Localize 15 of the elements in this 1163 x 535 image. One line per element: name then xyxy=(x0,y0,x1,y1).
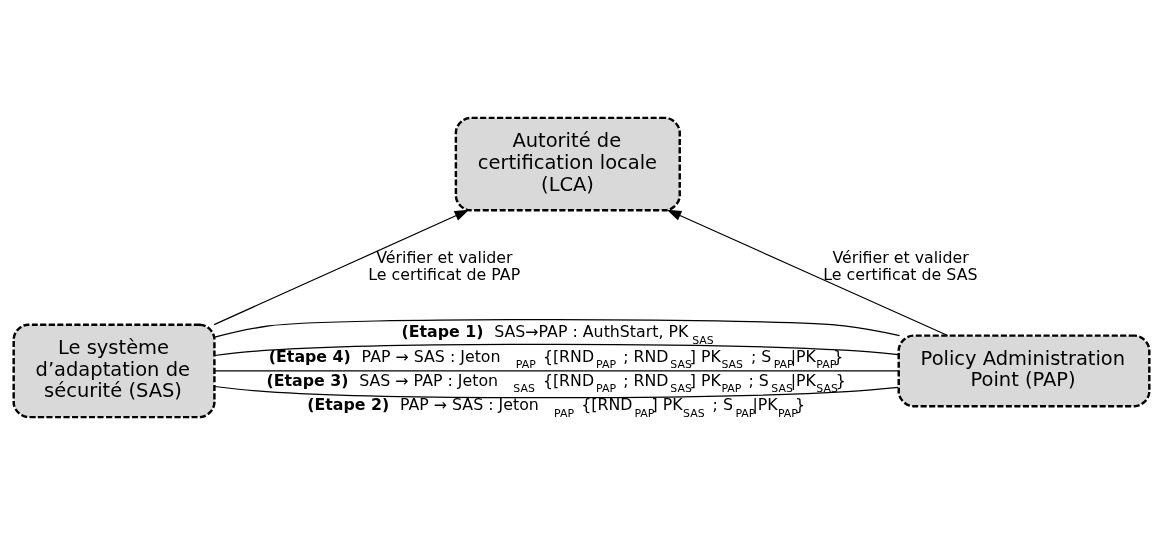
node-box: Autorité de certification locale (LCA) xyxy=(454,116,681,212)
connector xyxy=(214,318,901,338)
node-box: Policy Administration Point (PAP) xyxy=(897,334,1151,408)
arrow xyxy=(666,209,949,337)
connector xyxy=(213,370,900,372)
edge-label: Vérifier et valider Le certificat de PAP xyxy=(368,248,521,285)
connector xyxy=(214,385,899,399)
node-box: Le système d’adaptation de sécurité (SAS) xyxy=(12,323,216,419)
arrow xyxy=(213,209,470,326)
edge-label: (Etape 4) PAP → SAS : Jeton $_{PAP}$ {[RND$_{PAP}$ ; RND$_{SAS}$] PK$_{SAS}$ ; S$_{PAP}$|PK$_{PAP}$} xyxy=(268,346,844,372)
edge-label: (Etape 1) SAS→PAP : AuthStart, PK$_{SAS}$ xyxy=(401,322,714,347)
edge-label: Vérifier et valider Le certificat de SAS xyxy=(823,248,978,285)
edge-label: (Etape 3) SAS → PAP : Jeton $_{SAS}$ {[RND$_{PAP}$ ; RND$_{SAS}$] PK$_{PAP}$ ; S$_{SAS}$|PK$_{SAS}$} xyxy=(266,370,846,396)
edge-label: (Etape 2) PAP → SAS : Jeton $_{PAP}$ {[RND$_{PAP}$] PK$_{SAS}$ ; S$_{PAP}$|PK$_{PAP}$} xyxy=(307,395,806,420)
connector xyxy=(214,343,900,357)
